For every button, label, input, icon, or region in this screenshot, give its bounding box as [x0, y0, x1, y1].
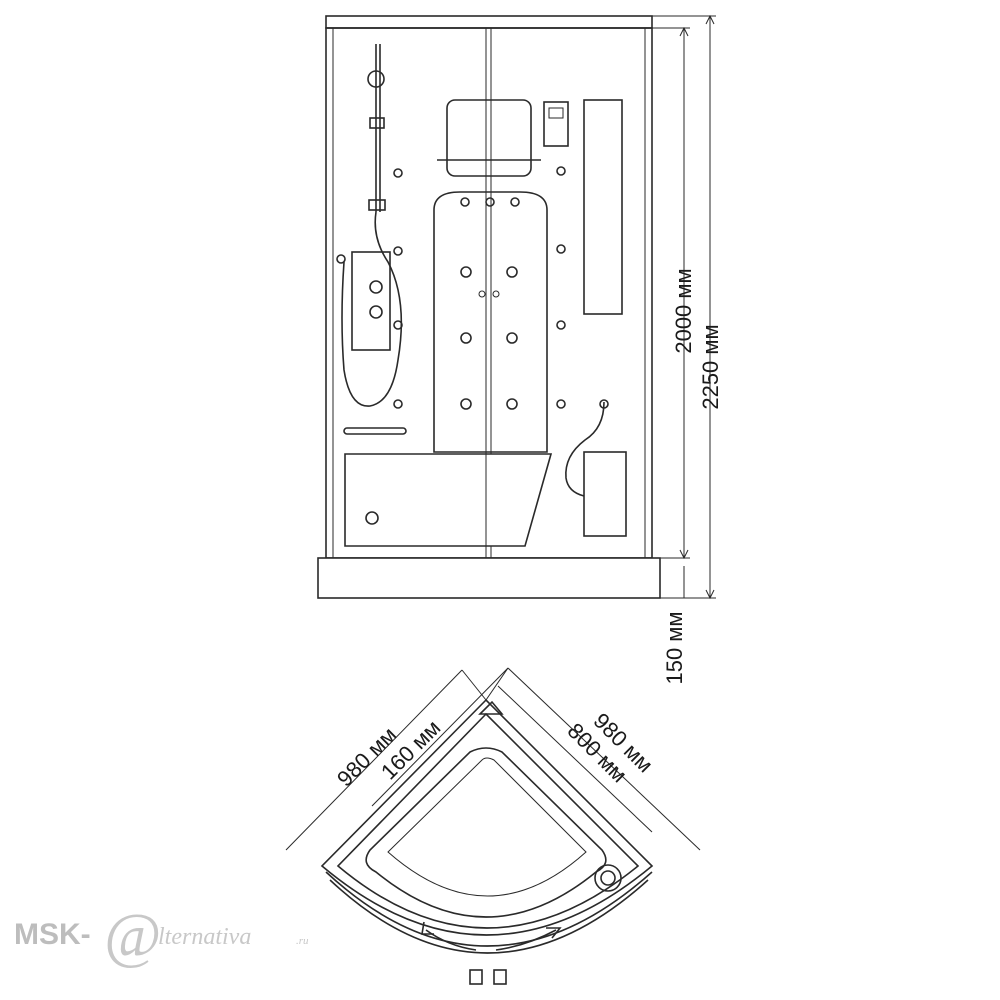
foot-massager [583, 451, 627, 537]
drain-icon [594, 864, 622, 892]
dim-tray-height: 150 мм [662, 611, 687, 684]
dim-cabin-height: 2000 мм [671, 268, 696, 353]
mixer-panel [336, 251, 391, 351]
front-view [317, 14, 716, 600]
massage-jets [393, 166, 566, 410]
open-arrow-right [495, 929, 557, 951]
tray-basin [365, 747, 607, 918]
watermark-suffix: .ru [296, 935, 309, 947]
curved-door [325, 871, 653, 947]
side-panel-right [583, 99, 623, 315]
tray-outline [320, 698, 654, 936]
control-screen [543, 101, 569, 147]
shower-head-icon [367, 70, 385, 88]
shower-tray [317, 557, 661, 599]
watermark-at: @ [104, 902, 161, 970]
watermark-prefix: MSK- [14, 918, 91, 951]
drain-knob-icon [365, 511, 379, 525]
soap-shelf [343, 427, 407, 435]
seat [344, 453, 553, 547]
back-massage-panel [433, 191, 548, 453]
overhead-unit [446, 99, 532, 177]
watermark: MSK- @ lternativa .ru [14, 902, 309, 970]
dim-total-height: 2250 мм [698, 324, 723, 409]
open-arrow-left [425, 929, 477, 951]
hand-shower [341, 44, 403, 407]
plan-view [285, 667, 701, 985]
top-frame [325, 15, 653, 29]
watermark-rest: lternativa [158, 924, 251, 950]
vertical-dimensions [652, 14, 716, 600]
